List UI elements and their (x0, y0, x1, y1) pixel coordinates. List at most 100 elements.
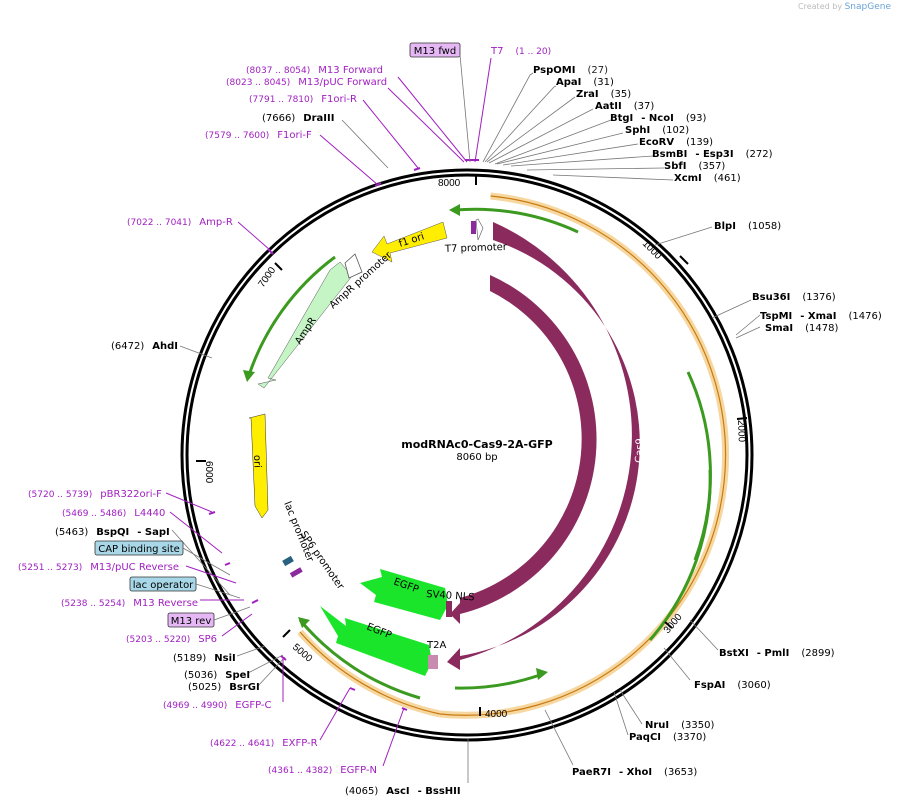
leader-ahdi (179, 345, 213, 359)
m13rev-leader (213, 606, 251, 621)
sites-left: (7666)DraIII (6472)AhdI (5463)BspQI- Sap… (55, 113, 334, 693)
ori-arrow (248, 413, 269, 519)
t7-promoter-arrow (475, 218, 484, 241)
site-fspai: FspAI(3060) (694, 680, 771, 691)
site-paer7i: PaeR7I- XhoI(3653) (572, 767, 697, 778)
orf-arrows (243, 204, 712, 700)
tick-mark-7000 (274, 262, 283, 271)
leader-bsu36i (711, 299, 752, 319)
orf-arrow-bottom (454, 673, 541, 690)
leader-zrai (486, 96, 576, 163)
primer-mark-egfpn (401, 707, 408, 711)
orf-arrowhead-egfp (298, 617, 310, 628)
leader-blpi (654, 226, 713, 246)
f1ori-arrow (371, 221, 448, 263)
primer-pbr: (5720 .. 5739)pBR322ori-F (28, 489, 162, 500)
primer-leader-sp6 (221, 613, 253, 637)
primer-l4440: (5469 .. 5486)L4440 (62, 508, 165, 519)
primer-leader-l4440 (169, 511, 223, 554)
leader-nsii (236, 645, 266, 657)
primer-leader-m13fwd (397, 76, 468, 163)
site-bsu36i: Bsu36I(1376) (752, 292, 836, 303)
primer-leader-f1orif (319, 134, 379, 186)
leader-aatii (488, 108, 594, 164)
site-bsmbi: BsmBI- Esp3I(272) (652, 149, 773, 160)
primer-sp6: (5203 .. 5220)SP6 (126, 634, 217, 645)
primer-labels: T7(1 .. 20) (8037 .. 8054)M13 Forward (8… (18, 46, 551, 776)
primer-leader-egfpn (382, 707, 405, 767)
lacop-box-label: lac operator (133, 580, 194, 591)
orf-arrowhead-ampr (243, 370, 255, 382)
site-xcmi: XcmI(461) (674, 173, 741, 184)
site-nsii: (5189)NsiI (173, 653, 236, 664)
m13fwd-box (409, 42, 461, 58)
tick-label-1000: 1000 (640, 238, 664, 262)
leader-paer7i (544, 709, 574, 766)
leader-apai (484, 85, 557, 163)
primer-mark-f1orif (374, 182, 382, 187)
lac-promoter-label: lac promoter (281, 500, 316, 564)
primer-mark-exfpr (349, 687, 356, 691)
site-pspomi: PspOMI(27) (533, 65, 608, 76)
orf-arrowhead-bottom (536, 668, 548, 680)
cas9-outer-label: Cas9 (688, 452, 700, 477)
plasmid-name: modRNAc0-Cas9-2A-GFP (401, 438, 552, 451)
cap-leader (182, 547, 231, 576)
site-asci: (4065)AscI- BssHII (345, 786, 461, 797)
leader-tspmi (735, 314, 761, 336)
orf-arrow-ampr (246, 255, 336, 379)
site-tspmi: TspMI- XmaI(1476) (760, 311, 882, 322)
leader-xcmi (552, 174, 674, 181)
site-paqci: PaqCI(3370) (629, 732, 706, 743)
leader-ecorv (502, 143, 639, 166)
site-sbfi: SbfI(357) (664, 161, 725, 172)
tick-label-3000: 3000 (662, 611, 685, 635)
features (248, 218, 640, 676)
backbone (180, 168, 754, 742)
tick-mark-5000 (282, 629, 291, 638)
orf-halo-line (439, 195, 727, 716)
primer-m13fwd: (8037 .. 8054)M13 Forward (246, 65, 383, 76)
center-label: modRNAc0-Cas9-2A-GFP 8060 bp (401, 438, 552, 463)
t7-promoter-block (471, 221, 476, 234)
leader-sbfi (526, 167, 665, 171)
site-ahdi: (6472)AhdI (111, 341, 178, 352)
primer-mark-f1orir (413, 167, 421, 171)
site-zrai: ZraI(35) (576, 89, 631, 100)
primer-f1orir: (7791 .. 7810)F1ori-R (249, 94, 357, 105)
ampR-arrow (257, 261, 353, 389)
m13fwd-leader (459, 54, 471, 163)
orf-arrow-egfp (298, 619, 421, 700)
primer-leader-t7 (474, 57, 492, 163)
ori-label: ori (251, 455, 262, 468)
site-draiii: (7666)DraIII (262, 113, 334, 124)
t2a-block (428, 655, 438, 669)
primer-f1orif: (7579 .. 7600)F1ori-F (205, 130, 312, 141)
primer-leader-f1orir (362, 99, 419, 169)
sites-right: PspOMI(27) ApaI(31) ZraI(35) AatII(37) B… (345, 65, 882, 797)
cas9-inner-arrow (450, 275, 597, 624)
leader-paqci (613, 691, 629, 736)
leader-bstxi (689, 619, 719, 651)
boxed-annotations: M13 fwd CAP binding site lac operator M1… (94, 42, 471, 628)
orf-arrowhead-top (449, 204, 460, 216)
cap-box-label: CAP binding site (98, 544, 180, 555)
site-btgi: BtgI- NcoI(93) (610, 113, 706, 124)
leader-sphi (496, 132, 624, 165)
egfp2-arrow (320, 606, 432, 676)
snapgene-brand: SnapGene (844, 2, 891, 12)
tick-label-4000: 4000 (485, 709, 508, 720)
site-aatii: AatII(37) (595, 101, 654, 112)
ampR-promoter-arrow (344, 253, 363, 279)
leader-btgi (494, 119, 612, 165)
primer-leaders (165, 57, 492, 767)
lac-promoter-block (282, 555, 294, 567)
primer-leader-exfpr (319, 687, 351, 741)
primer-t7: T7(1 .. 20) (490, 46, 551, 57)
cas9-inner-label: Cas9 (634, 438, 646, 463)
lacop-leader (195, 583, 241, 599)
leader-bsmbi (510, 155, 654, 167)
sv40-nls-block (446, 601, 452, 617)
site-ecorv: EcoRV(139) (639, 137, 713, 148)
